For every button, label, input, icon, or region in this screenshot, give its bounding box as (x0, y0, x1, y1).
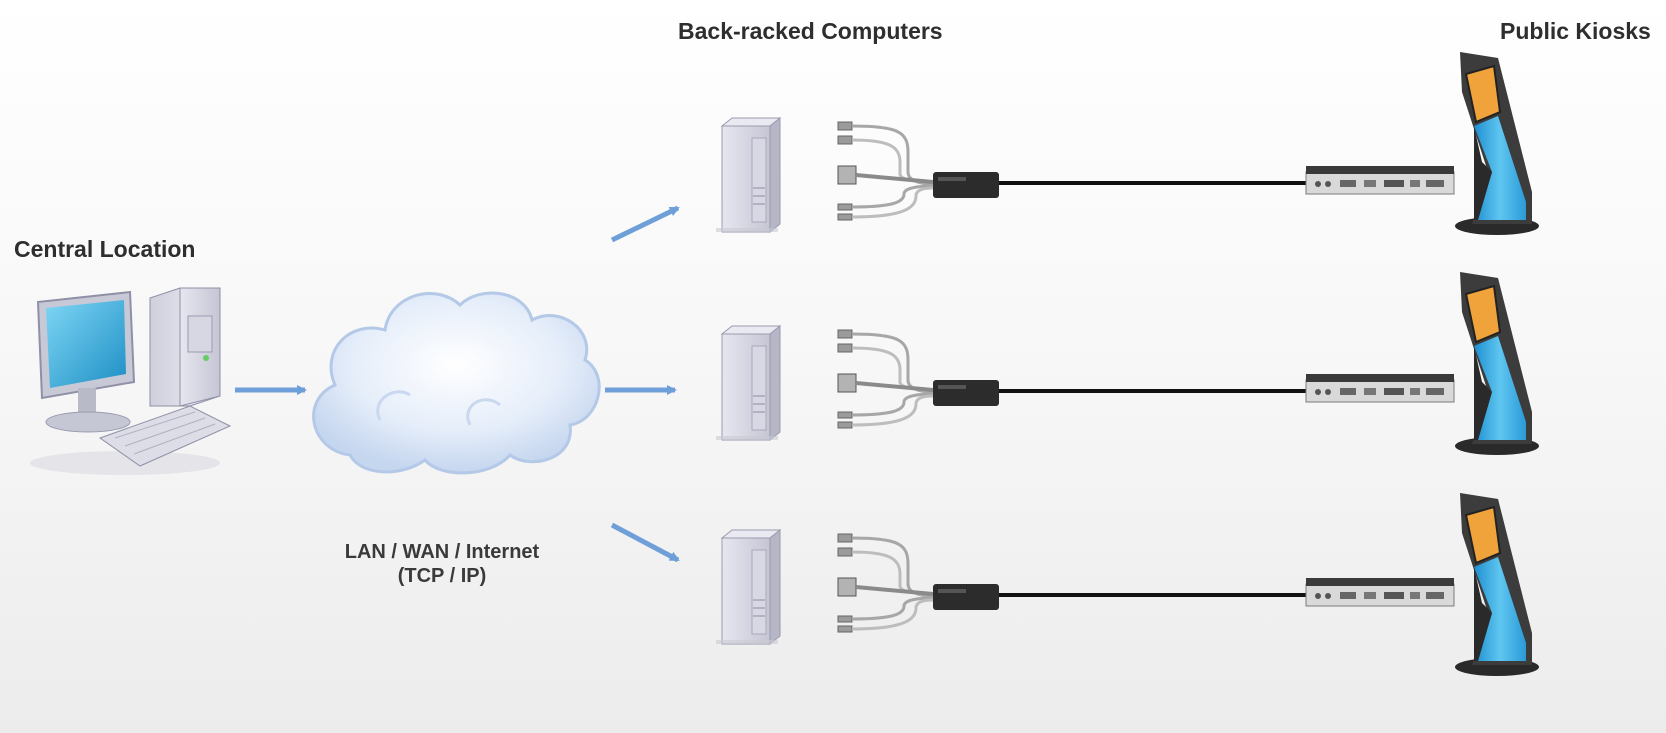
arrow-cloud-to-server-1 (610, 205, 680, 243)
kiosk-icon (1454, 271, 1540, 456)
back-racked-computers-label: Back-racked Computers (678, 18, 943, 44)
kvm-receiver-icon (1305, 373, 1455, 403)
public-kiosks-label: Public Kiosks (1500, 18, 1651, 44)
network-label: LAN / WAN / Internet (TCP / IP) (342, 540, 542, 588)
kvm-receiver-icon (1305, 165, 1455, 195)
central-location-label: Central Location (14, 236, 196, 262)
kiosk-icon (1454, 492, 1540, 677)
tower-server-icon (715, 529, 781, 645)
kvm-cable-icon (836, 120, 1001, 222)
kvm-cable-icon (836, 532, 1001, 634)
tower-server-icon (715, 325, 781, 441)
kvm-receiver-icon (1305, 577, 1455, 607)
network-label-line2: (TCP / IP) (397, 565, 487, 587)
kiosk-icon (1454, 51, 1540, 236)
arrow-cloud-to-server-3 (610, 522, 680, 563)
network-label-line1: LAN / WAN / Internet (344, 541, 540, 563)
flow-arrows (235, 205, 680, 563)
tower-server-icon (715, 117, 781, 233)
desktop-computer-icon (30, 287, 232, 475)
cloud-icon (312, 291, 601, 475)
kvm-cable-icon (836, 328, 1001, 430)
